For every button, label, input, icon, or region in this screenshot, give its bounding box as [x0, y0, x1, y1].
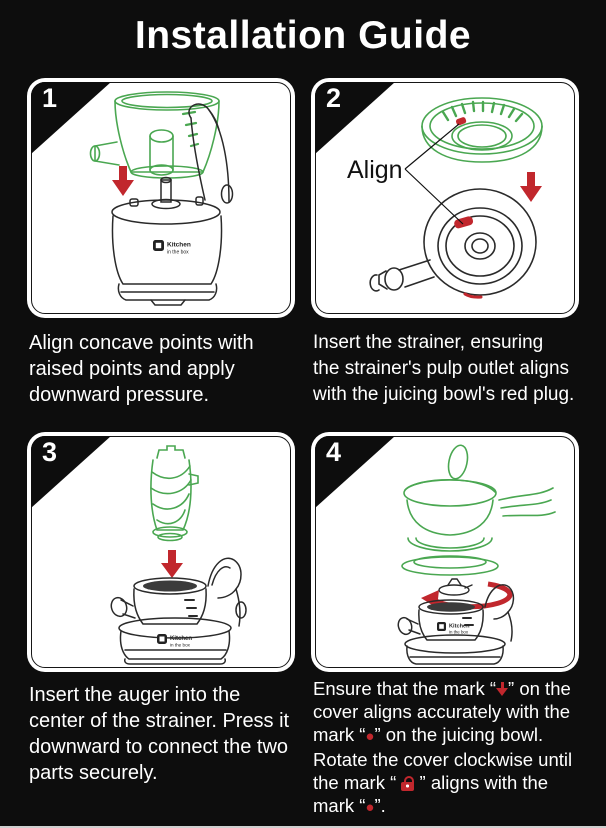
brand-logo: Kitchen in the box: [437, 622, 470, 635]
juicing-bowl-top-illustration: [369, 188, 537, 299]
align-pointer-lines: [404, 123, 464, 225]
brand-line2: in the box: [449, 630, 469, 635]
step-panel-2: Align 2: [311, 78, 579, 318]
step-panel-4: Kitchen in the box 4: [311, 432, 579, 672]
juicer-base-illustration: [111, 103, 234, 306]
brand-line2: in the box: [170, 643, 191, 648]
juicing-bowl-illustration: [89, 91, 220, 179]
strainer-red-mark: [455, 117, 467, 126]
auger-illustration: [150, 445, 199, 542]
caption4-text: ”.: [374, 795, 386, 816]
red-dot-icon: ●: [365, 728, 375, 745]
brand-line1: Kitchen: [167, 242, 191, 249]
strainer-illustration: [421, 97, 543, 163]
caption4-text: ” on the cover aligns accurately with th…: [313, 678, 571, 745]
brand-line2: in the box: [167, 250, 189, 256]
step-panel-3: Kitchen in the box 3: [27, 432, 295, 672]
step2-caption: Insert the strainer, ensuring the strain…: [313, 332, 575, 405]
down-arrow-icon: [161, 550, 183, 578]
caption4-text: ” aligns with the mark “: [313, 772, 549, 816]
cover-knob-illustration: [438, 578, 473, 596]
step3-caption: Insert the auger into the center of the …: [29, 684, 290, 784]
step3-illustration: Kitchen in the box: [110, 445, 247, 665]
step1-illustration: Kitchen in the box: [89, 91, 234, 306]
down-arrow-icon: [496, 682, 509, 696]
page-bottom-edge: [0, 826, 606, 828]
align-label: Align: [347, 156, 403, 184]
step2-illustration: Align: [347, 97, 543, 299]
juicer-assembled-illustration: [397, 584, 515, 665]
step-number: 4: [326, 437, 342, 467]
step-number: 1: [42, 83, 58, 113]
caption4-text: Ensure that the mark “: [313, 678, 497, 699]
down-arrow-icon: [520, 172, 542, 202]
step-panel-1: Kitchen in the box 1: [27, 78, 295, 318]
brand-logo: Kitchen in the box: [157, 634, 192, 648]
step-number: 2: [326, 83, 342, 113]
step1-caption: Align concave points with raised points …: [29, 332, 254, 406]
step4-caption: Ensure that the mark “” on the cover ali…: [313, 677, 605, 819]
page-title: Installation Guide: [134, 14, 472, 57]
caption4-text: ” on the juicing bowl. Rotate the cover …: [313, 724, 573, 793]
down-arrow-icon: [112, 166, 134, 196]
lock-icon: [401, 776, 415, 791]
step4-illustration: Kitchen in the box: [397, 444, 556, 665]
brand-line1: Kitchen: [449, 624, 470, 630]
brand-line1: Kitchen: [170, 636, 192, 642]
brand-logo: Kitchen in the box: [153, 240, 191, 256]
step-number: 3: [42, 437, 58, 467]
red-dot-icon: ●: [365, 799, 375, 816]
juicer-with-bowl-illustration: [110, 557, 247, 665]
cover-illustration: [401, 444, 556, 576]
